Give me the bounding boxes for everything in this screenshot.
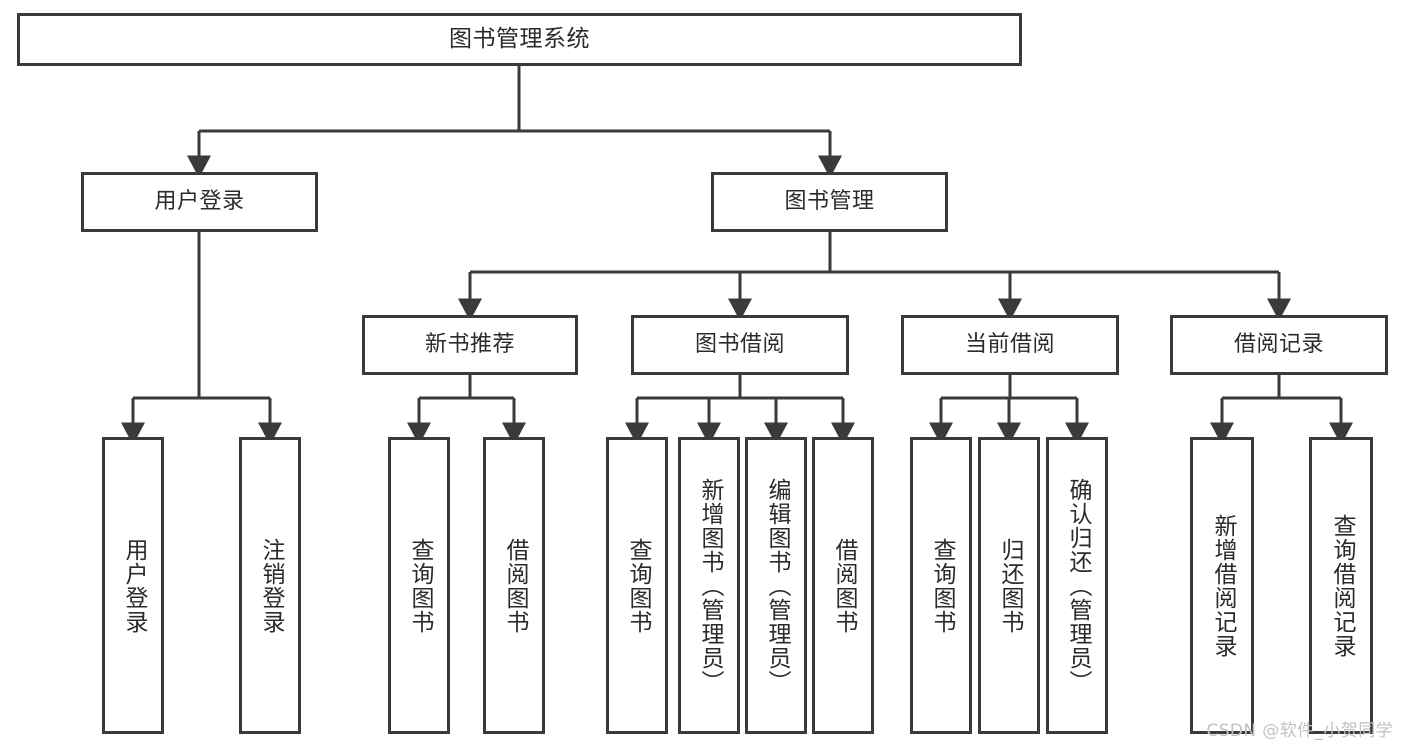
node-root-system[interactable]: 图书管理系统 — [17, 13, 1022, 66]
leaf-user-login-signout[interactable]: 注销登录 — [239, 437, 301, 734]
node-label: 新增图书（管理员） — [696, 477, 723, 694]
node-user-login[interactable]: 用户登录 — [81, 172, 318, 232]
node-label: 借阅图书 — [830, 537, 857, 634]
leaf-book-borrow-query[interactable]: 查询图书 — [606, 437, 668, 734]
watermark: CSDN @软件_小贺同学 — [1206, 721, 1393, 741]
node-label: 用户登录 — [154, 189, 245, 215]
leaf-new-book-query[interactable]: 查询图书 — [388, 437, 450, 734]
node-label: 确认归还（管理员） — [1064, 477, 1091, 694]
node-borrow-record[interactable]: 借阅记录 — [1170, 315, 1388, 375]
leaf-borrow-record-add[interactable]: 新增借阅记录 — [1190, 437, 1254, 734]
leaf-borrow-record-query[interactable]: 查询借阅记录 — [1309, 437, 1373, 734]
leaf-new-book-borrow[interactable]: 借阅图书 — [483, 437, 545, 734]
node-label: 归还图书 — [996, 537, 1023, 634]
node-label: 当前借阅 — [964, 332, 1055, 358]
leaf-book-borrow-edit[interactable]: 编辑图书（管理员） — [745, 437, 807, 734]
node-label: 借阅图书 — [501, 537, 528, 634]
node-label: 借阅记录 — [1233, 332, 1324, 358]
node-label: 查询图书 — [624, 537, 651, 634]
node-label: 查询图书 — [406, 537, 433, 634]
node-book-borrow[interactable]: 图书借阅 — [631, 315, 849, 375]
node-current-borrow[interactable]: 当前借阅 — [901, 315, 1119, 375]
leaf-current-borrow-return[interactable]: 归还图书 — [978, 437, 1040, 734]
leaf-current-borrow-query[interactable]: 查询图书 — [910, 437, 972, 734]
node-new-book-recommend[interactable]: 新书推荐 — [362, 315, 578, 375]
leaf-book-borrow-borrow[interactable]: 借阅图书 — [812, 437, 874, 734]
node-label: 图书管理系统 — [449, 26, 590, 53]
node-label: 图书借阅 — [694, 332, 785, 358]
leaf-user-login-signin[interactable]: 用户登录 — [102, 437, 164, 734]
node-label: 注销登录 — [257, 537, 284, 634]
node-label: 用户登录 — [120, 537, 147, 634]
node-label: 编辑图书（管理员） — [763, 477, 790, 694]
node-label: 新增借阅记录 — [1209, 513, 1236, 658]
node-label: 查询图书 — [928, 537, 955, 634]
leaf-current-borrow-confirm[interactable]: 确认归还（管理员） — [1046, 437, 1108, 734]
leaf-book-borrow-add[interactable]: 新增图书（管理员） — [678, 437, 740, 734]
node-label: 查询借阅记录 — [1328, 513, 1355, 658]
node-label: 新书推荐 — [424, 332, 515, 358]
node-book-management[interactable]: 图书管理 — [711, 172, 948, 232]
node-label: 图书管理 — [784, 189, 875, 215]
